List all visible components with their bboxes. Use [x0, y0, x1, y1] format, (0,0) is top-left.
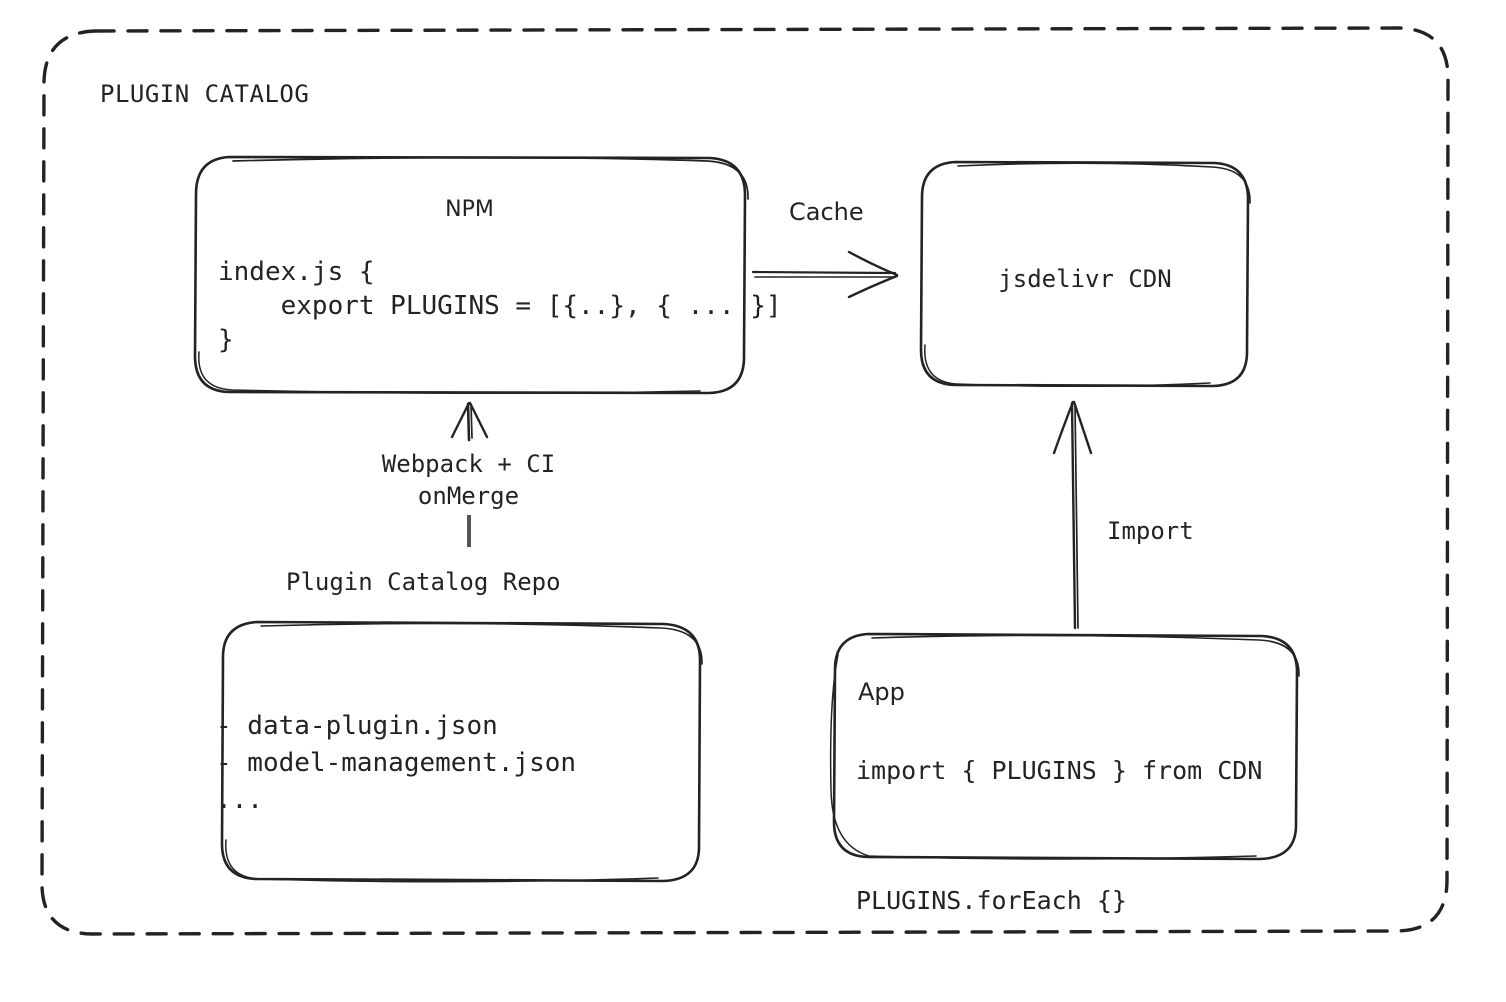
npm-node-code: index.js { export PLUGINS = [{..}, { ...…	[218, 257, 782, 355]
repo-node-file-list: - data-plugin.json - model-management.js…	[216, 711, 577, 815]
cdn-node-title: jsdelivr CDN	[998, 265, 1172, 293]
edge-label-import: Import	[1107, 517, 1194, 545]
repo-node-label: Plugin Catalog Repo	[286, 568, 561, 596]
npm-node-title: NPM	[445, 197, 494, 222]
edge-label-cache: Cache	[789, 198, 864, 226]
edge-label-webpack-ci-onmerge: Webpack + CI onMerge	[381, 450, 556, 510]
app-node-title: App	[858, 678, 905, 706]
edge-app-to-cdn	[1052, 400, 1093, 630]
app-node-code: import { PLUGINS } from CDN PLUGINS.forE…	[856, 756, 1263, 915]
group-title: PLUGIN CATALOG	[100, 80, 310, 108]
